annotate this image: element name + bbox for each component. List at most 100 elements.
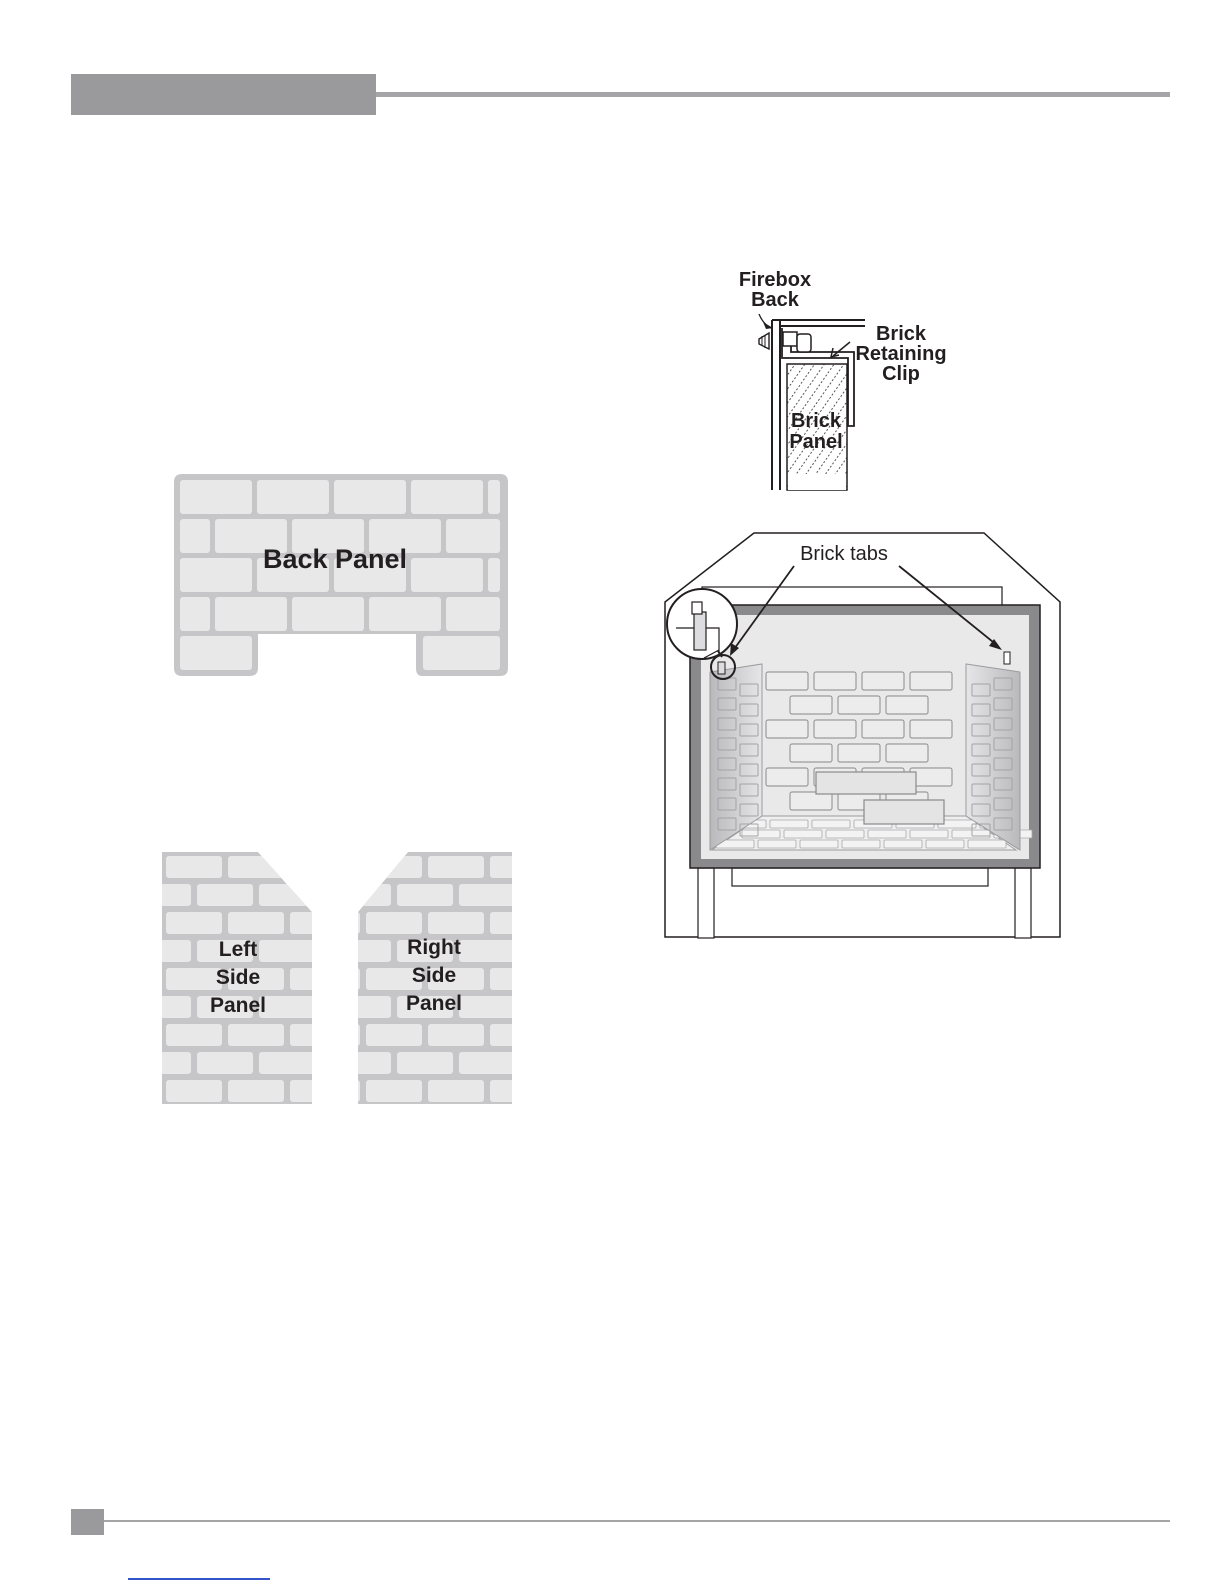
brick <box>884 840 922 848</box>
brick <box>259 1052 314 1074</box>
brick <box>758 840 796 848</box>
brick <box>358 940 391 962</box>
brick <box>290 1024 314 1046</box>
brick <box>459 996 512 1018</box>
left-panel-label-line-3: Panel <box>210 994 266 1017</box>
brick <box>926 840 964 848</box>
brick <box>180 519 210 553</box>
brick <box>228 856 284 878</box>
header-tab <box>71 74 376 115</box>
brick <box>446 597 500 631</box>
brick <box>868 830 906 838</box>
brick <box>166 1080 222 1102</box>
brick <box>166 968 222 990</box>
brick <box>459 940 512 962</box>
brick <box>814 672 856 690</box>
brick <box>490 1024 512 1046</box>
brick <box>228 912 284 934</box>
brick <box>411 558 483 592</box>
brick-tabs-label: Brick tabs <box>800 543 888 565</box>
brick <box>292 597 364 631</box>
brick <box>162 996 191 1018</box>
brick <box>366 1024 422 1046</box>
brick <box>397 884 453 906</box>
firebox-back-label-line-2: Back <box>751 289 800 311</box>
brick <box>790 744 832 762</box>
brick <box>490 912 512 934</box>
brick-panel-label-line-1: Brick <box>791 410 842 432</box>
brick <box>838 696 880 714</box>
brick <box>864 800 944 824</box>
brick <box>180 636 252 670</box>
brick <box>910 720 952 738</box>
brick <box>366 912 422 934</box>
brick <box>886 696 928 714</box>
brick-panel-label-line-2: Panel <box>789 431 842 453</box>
brick <box>766 672 808 690</box>
brick <box>910 672 952 690</box>
brick <box>290 968 314 990</box>
brick <box>952 830 990 838</box>
brick <box>784 830 822 838</box>
clip-bolt <box>759 332 811 352</box>
brick <box>968 840 1006 848</box>
brick <box>358 968 360 990</box>
footer-link-underline <box>128 1578 270 1580</box>
brick <box>358 1080 360 1102</box>
brick <box>290 1080 314 1102</box>
brick <box>814 720 856 738</box>
brick <box>358 1052 391 1074</box>
brick <box>862 672 904 690</box>
brick <box>423 636 500 670</box>
brick <box>366 856 422 878</box>
brick <box>886 744 928 762</box>
back-panel-bricks <box>174 474 508 676</box>
brick <box>790 792 832 810</box>
brick <box>428 1024 484 1046</box>
brick <box>358 912 360 934</box>
brick <box>766 768 808 786</box>
brick <box>162 940 191 962</box>
left-panel-label-line-2: Side <box>216 966 260 989</box>
brick <box>228 1024 284 1046</box>
brick <box>910 830 948 838</box>
brick <box>459 884 512 906</box>
brick <box>428 856 484 878</box>
brick <box>180 480 252 514</box>
right-panel-label-line-3: Panel <box>406 992 462 1015</box>
right-side-panel-illustration: Right Side Panel <box>358 852 512 1104</box>
brick <box>257 480 329 514</box>
brick <box>358 1024 360 1046</box>
brick <box>197 884 253 906</box>
brick <box>812 820 850 828</box>
brick <box>411 480 483 514</box>
clip-label-line-3: Clip <box>882 363 920 385</box>
brick <box>358 856 360 878</box>
brick <box>459 1052 512 1074</box>
brick <box>166 856 222 878</box>
brick <box>766 720 808 738</box>
clip-label-line-1: Brick <box>876 323 927 345</box>
brick <box>180 558 252 592</box>
brick <box>842 840 880 848</box>
brick <box>259 940 314 962</box>
brick <box>162 884 191 906</box>
brick <box>259 884 314 906</box>
brick <box>334 480 406 514</box>
brick <box>838 744 880 762</box>
brick <box>259 996 314 1018</box>
brick <box>228 1080 284 1102</box>
left-panel-label-line-1: Left <box>219 938 258 961</box>
brick <box>215 597 287 631</box>
brick <box>742 830 780 838</box>
brick <box>290 856 314 878</box>
brick <box>428 1080 484 1102</box>
brick <box>358 884 391 906</box>
brick <box>166 1024 222 1046</box>
firebox-brick-tabs-diagram: Brick tabs <box>664 532 1074 947</box>
back-panel-label: Back Panel <box>263 544 407 574</box>
brick <box>490 968 512 990</box>
header-rule <box>376 92 1170 97</box>
brick <box>490 1080 512 1102</box>
brick <box>490 856 512 878</box>
